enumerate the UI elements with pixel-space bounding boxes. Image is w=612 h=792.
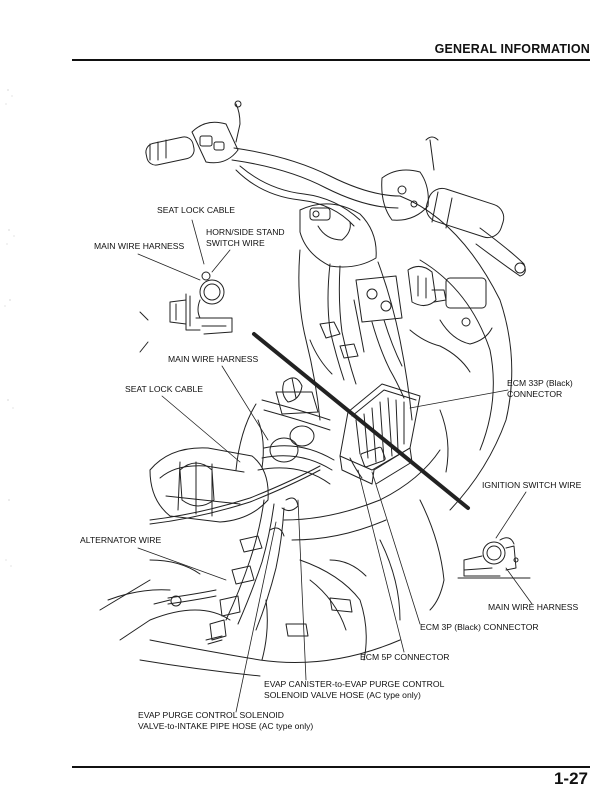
scan-artifacts — [4, 89, 15, 567]
label-ecm-33p-connector: ECM 33P (Black) CONNECTOR — [507, 378, 573, 399]
label-ecm-33p-line1: ECM 33P (Black) — [507, 378, 573, 388]
section-title: GENERAL INFORMATION — [434, 42, 590, 56]
heavy-reference-line — [252, 332, 470, 510]
label-main-wire-harness-center: MAIN WIRE HARNESS — [168, 354, 259, 364]
label-evap-canister-line1: EVAP CANISTER-to-EVAP PURGE CONTROL — [264, 679, 445, 689]
label-horn-side-stand-line1: HORN/SIDE STAND — [206, 227, 285, 237]
label-evap-purge-line2: VALVE-to-INTAKE PIPE HOSE (AC type only) — [138, 720, 314, 731]
ecm-unit — [339, 383, 421, 485]
label-ignition-switch-wire: IGNITION SWITCH WIRE — [482, 480, 582, 490]
header-rule — [72, 59, 590, 61]
label-evap-canister-line2: SOLENOID VALVE HOSE (AC type only) — [264, 689, 421, 700]
inset-detail-right — [457, 537, 531, 579]
label-evap-purge-hose: EVAP PURGE CONTROL SOLENOID VALVE-to-INT… — [138, 710, 313, 731]
label-ecm-33p-line2: CONNECTOR — [507, 388, 563, 399]
label-evap-canister-hose: EVAP CANISTER-to-EVAP PURGE CONTROL SOLE… — [264, 679, 444, 700]
frame-and-body — [99, 377, 449, 677]
label-alternator-wire: ALTERNATOR WIRE — [80, 535, 162, 545]
label-horn-side-stand-line2: SWITCH WIRE — [206, 237, 265, 248]
label-seat-lock-cable-top: SEAT LOCK CABLE — [157, 205, 236, 215]
footer-rule — [72, 766, 590, 768]
front-structure — [298, 195, 513, 511]
page-number: 1-27 — [553, 769, 588, 788]
label-evap-purge-line1: EVAP PURGE CONTROL SOLENOID — [138, 710, 284, 720]
label-main-wire-harness-left: MAIN WIRE HARNESS — [94, 241, 185, 251]
inset-detail-left — [139, 271, 233, 353]
handlebar-assembly — [145, 100, 526, 277]
label-ecm-3p-connector: ECM 3P (Black) CONNECTOR — [420, 622, 539, 632]
label-horn-side-stand-switch-wire: HORN/SIDE STAND SWITCH WIRE — [206, 227, 285, 248]
label-main-wire-harness-right: MAIN WIRE HARNESS — [488, 602, 579, 612]
label-seat-lock-cable-mid: SEAT LOCK CABLE — [125, 384, 204, 394]
label-ecm-5p-connector: ECM 5P CONNECTOR — [360, 652, 450, 662]
leader-lines — [137, 219, 533, 713]
